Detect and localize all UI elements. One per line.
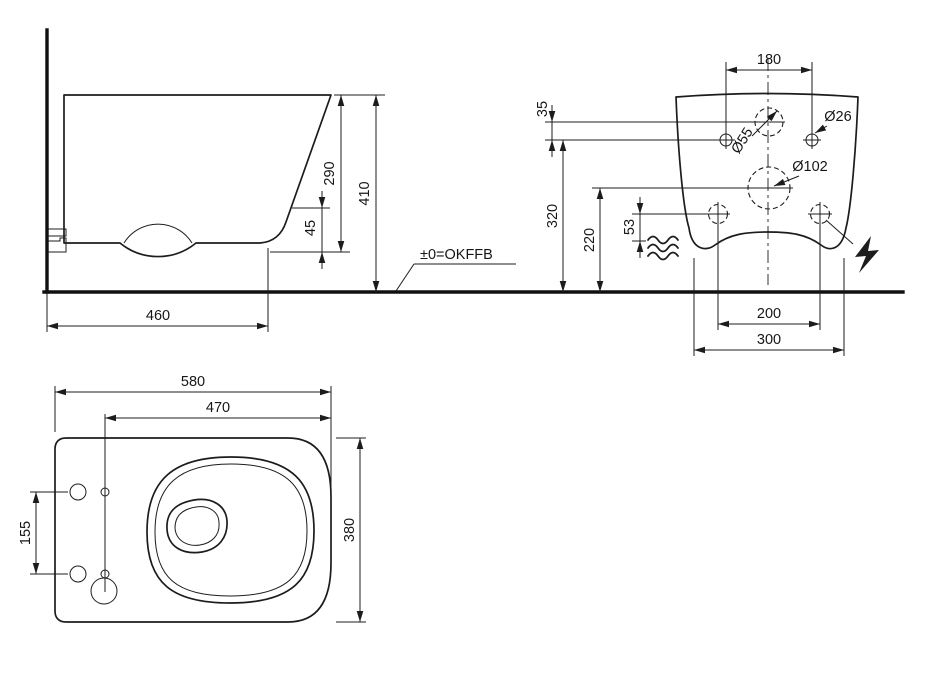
trap-arc: [123, 223, 193, 244]
water-supply-icon: [647, 251, 679, 261]
dim-arrowhead: [636, 203, 644, 214]
dim-arrowhead: [356, 611, 364, 622]
small-hole-dia-label: Ø26: [824, 109, 851, 125]
seat-inner-rim: [154, 463, 308, 597]
dim-label: 180: [757, 52, 781, 68]
dim-arrowhead: [726, 66, 737, 74]
dim-arrowhead: [320, 414, 331, 422]
dim-arrowhead: [55, 388, 66, 396]
dim-arrowhead: [718, 320, 729, 328]
seat-outer-rim: [146, 456, 315, 604]
dim-label: 200: [757, 306, 781, 322]
dim-arrowhead: [372, 95, 380, 106]
dim-arrowhead: [596, 188, 604, 199]
hinge-hole-bottom: [69, 565, 87, 583]
dim-arrowhead: [318, 197, 326, 208]
dim-arrowhead: [766, 111, 777, 122]
water-supply-icon: [647, 243, 679, 253]
dim-arrowhead: [801, 66, 812, 74]
electric-connection-icon: [855, 236, 879, 273]
dim-label: 580: [181, 374, 205, 390]
dim-arrowhead: [318, 252, 326, 263]
hinge-hole-top: [69, 483, 87, 501]
water-supply-icon: [647, 235, 679, 245]
dim-arrowhead: [559, 140, 567, 151]
dim-label: 45: [303, 220, 319, 236]
dim-arrowhead: [32, 492, 40, 503]
dim-arrowhead: [47, 322, 58, 330]
wall-bracket-lower: [48, 237, 67, 253]
dim-arrowhead: [320, 388, 331, 396]
dim-arrowhead: [257, 322, 268, 330]
dim-arrowhead: [32, 563, 40, 574]
dim-label: 220: [582, 228, 598, 252]
dim-arrowhead: [636, 241, 644, 252]
dim-label: 380: [342, 518, 358, 542]
dim-label: 320: [545, 204, 561, 228]
dim-arrowhead: [337, 95, 345, 106]
toilet-top-profile: [54, 437, 332, 623]
toilet-side-profile: [63, 94, 332, 258]
toilet-rear-profile: [675, 92, 859, 250]
dim-arrowhead: [548, 140, 556, 151]
dim-arrowhead: [833, 346, 844, 354]
wall-bracket-upper: [48, 228, 67, 237]
dim-label: 410: [357, 181, 373, 205]
dim-label: 53: [622, 219, 638, 235]
dim-arrowhead: [596, 281, 604, 292]
dim-arrowhead: [559, 281, 567, 292]
dim-arrowhead: [337, 241, 345, 252]
dim-arrowhead: [356, 438, 364, 449]
dim-arrowhead: [774, 178, 786, 186]
bowl-jet-outer: [166, 498, 228, 554]
supply-hole: [90, 577, 118, 605]
dim-arrowhead: [809, 320, 820, 328]
dim-arrowhead: [548, 111, 556, 122]
dim-label: 460: [146, 308, 170, 324]
side-view: 290 410 45 460 ±0=OKFFB: [42, 28, 905, 332]
dim-label: 300: [757, 332, 781, 348]
bowl-jet-inner: [174, 506, 220, 546]
drain-hole-dia-label: Ø102: [792, 159, 827, 175]
leader-line: [825, 219, 854, 245]
dim-arrowhead: [105, 414, 116, 422]
dim-label: 35: [535, 101, 551, 117]
dim-arrowhead: [694, 346, 705, 354]
dim-label: 290: [322, 161, 338, 185]
dim-label: 470: [206, 400, 230, 416]
dim-label: 155: [18, 521, 34, 545]
floor-reference-label: ±0=OKFFB: [420, 247, 493, 263]
leader-line: [395, 263, 415, 292]
dim-arrowhead: [815, 124, 827, 133]
flush-hole-dia-label: Ø55: [729, 125, 757, 157]
dim-arrowhead: [372, 281, 380, 292]
